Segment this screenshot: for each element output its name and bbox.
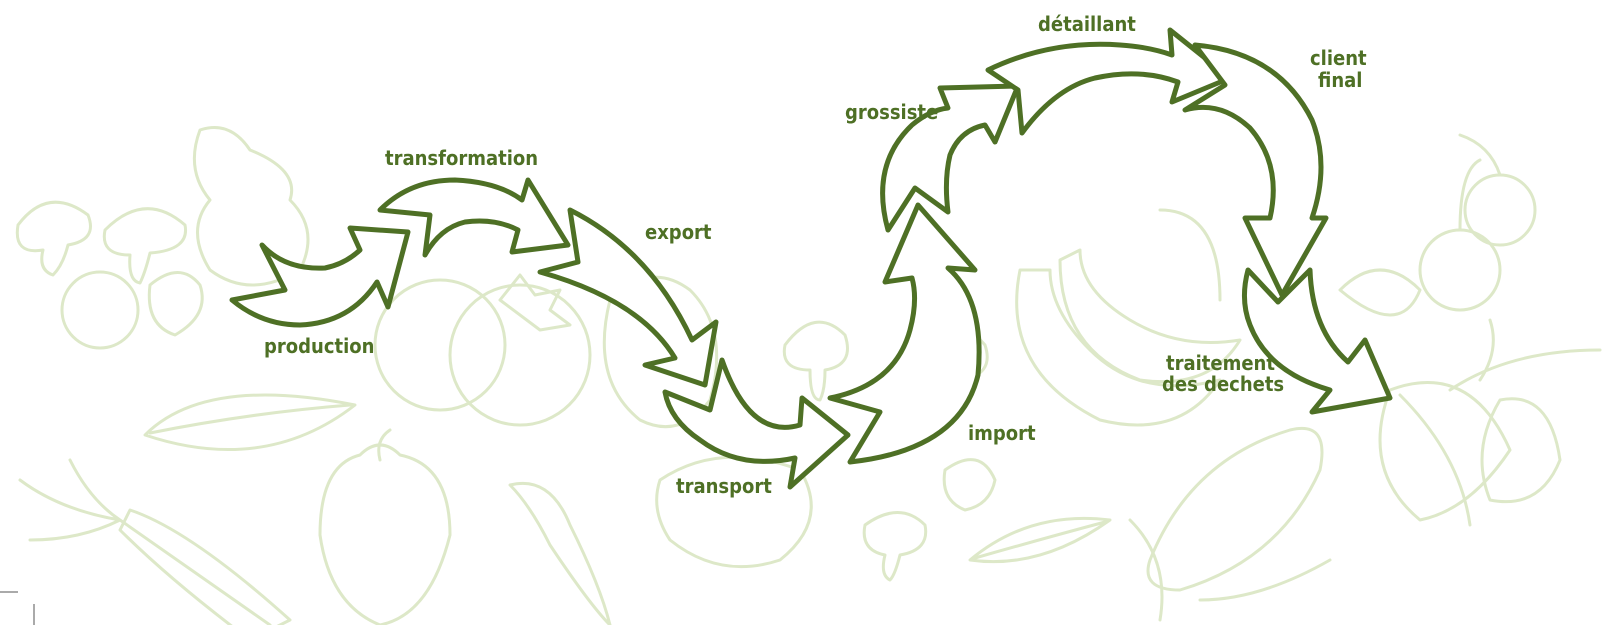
label-client-line1: client	[1310, 46, 1367, 70]
arrow-export	[537, 207, 719, 388]
label-production: production	[264, 334, 374, 358]
crop-mark-icon	[0, 591, 35, 625]
arrow-production	[229, 225, 411, 328]
arrow-traitement-dechets	[1242, 267, 1393, 415]
arrow-transformation	[377, 177, 571, 258]
arrow-grossiste	[880, 83, 1021, 233]
label-export: export	[645, 220, 712, 244]
label-grossiste: grossiste	[845, 100, 938, 124]
label-traitement-line2: des dechets	[1162, 372, 1284, 396]
label-import: import	[968, 421, 1036, 445]
arrow-import	[827, 202, 982, 465]
label-detaillant: détaillant	[1038, 12, 1136, 36]
arrow-detaillant	[985, 27, 1233, 136]
vegetable-background-icon	[15, 126, 1602, 625]
label-transport: transport	[676, 474, 772, 498]
label-transformation: transformation	[385, 146, 538, 170]
arrow-transport	[662, 357, 851, 490]
label-client-line2: final	[1318, 68, 1362, 92]
label-traitement-line1: traitement	[1166, 351, 1275, 375]
arrow-client-final	[1182, 42, 1329, 298]
